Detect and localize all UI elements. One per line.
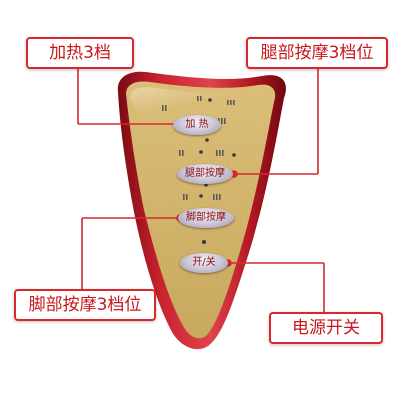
leg-massage-callout: 腿部按摩3档位 bbox=[246, 37, 388, 69]
heat-button[interactable]: 加 热 bbox=[173, 115, 221, 135]
leg-level-leds bbox=[179, 138, 236, 157]
leg-massage-button[interactable]: 腿部按摩 bbox=[177, 164, 233, 184]
foot-massage-button[interactable]: 脚部按摩 bbox=[178, 208, 234, 228]
power-led bbox=[202, 240, 206, 244]
power-button[interactable]: 开/关 bbox=[180, 253, 228, 273]
foot-massage-callout: 脚部按摩3档位 bbox=[14, 289, 156, 321]
power-callout: 电源开关 bbox=[269, 312, 383, 344]
heat-callout: 加热3档 bbox=[26, 37, 134, 69]
foot-level-leds bbox=[183, 183, 221, 200]
